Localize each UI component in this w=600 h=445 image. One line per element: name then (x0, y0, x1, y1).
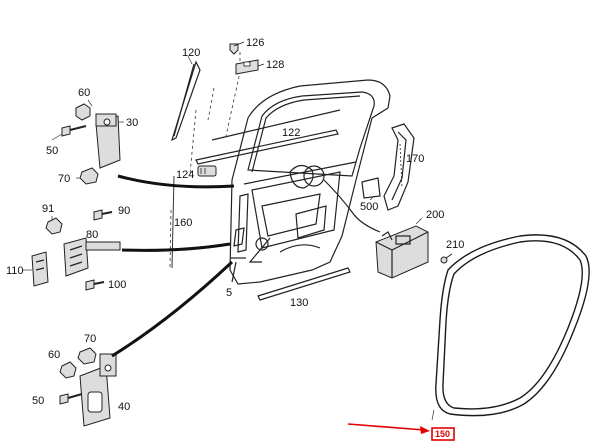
callout-70-upper: 70 (58, 173, 70, 185)
handle-124 (197, 165, 217, 177)
callout-50-lower: 50 (32, 395, 44, 407)
highlight-arrow (347, 423, 425, 431)
callout-5: 5 (226, 287, 232, 299)
callout-210: 210 (446, 239, 464, 251)
regulator-200 (375, 225, 429, 279)
callout-110: 110 (6, 265, 24, 277)
cable-500 (323, 179, 381, 233)
highlight-box (431, 427, 455, 441)
seal-170 (383, 123, 415, 211)
callout-122: 122 (282, 127, 300, 139)
clip-126 (229, 41, 245, 55)
window-channel-120 (171, 60, 201, 142)
leader-lines (111, 174, 237, 358)
callout-91: 91 (42, 203, 54, 215)
callout-leaders (22, 55, 435, 421)
callout-50-upper: 50 (46, 145, 58, 157)
callout-126: 126 (246, 37, 264, 49)
door-seal-150 (435, 234, 590, 417)
highlight-arrowhead (420, 426, 430, 434)
callout-170: 170 (406, 153, 424, 165)
callout-124: 124 (176, 169, 194, 181)
bolt-210 (440, 253, 453, 264)
lower-hinge-group (59, 347, 117, 427)
callout-60-upper: 60 (78, 87, 90, 99)
guide-lines (169, 52, 241, 269)
highlight-label: 150 (435, 429, 450, 439)
rod-160 (171, 175, 175, 269)
callout-120: 120 (182, 47, 200, 59)
callout-70-lower: 70 (84, 333, 96, 345)
callout-60-lower: 60 (48, 349, 60, 361)
callout-200: 200 (426, 209, 444, 221)
strip-130 (257, 267, 351, 301)
callout-90: 90 (118, 205, 130, 217)
callout-100: 100 (108, 279, 126, 291)
door-check-group (31, 209, 121, 291)
callout-500: 500 (360, 201, 378, 213)
door-shell (195, 79, 391, 285)
callout-40: 40 (118, 401, 130, 413)
callout-labels: 120 126 128 60 30 50 122 170 70 124 91 9… (6, 37, 464, 413)
callout-128: 128 (266, 59, 284, 71)
callout-80: 80 (86, 229, 98, 241)
highlight-150: 150 (347, 423, 455, 441)
bracket-128 (235, 59, 265, 75)
pad-500 (361, 177, 381, 199)
callout-130: 130 (290, 297, 308, 309)
callout-30: 30 (126, 117, 138, 129)
callout-160: 160 (174, 217, 192, 229)
upper-hinge-group (61, 103, 121, 185)
